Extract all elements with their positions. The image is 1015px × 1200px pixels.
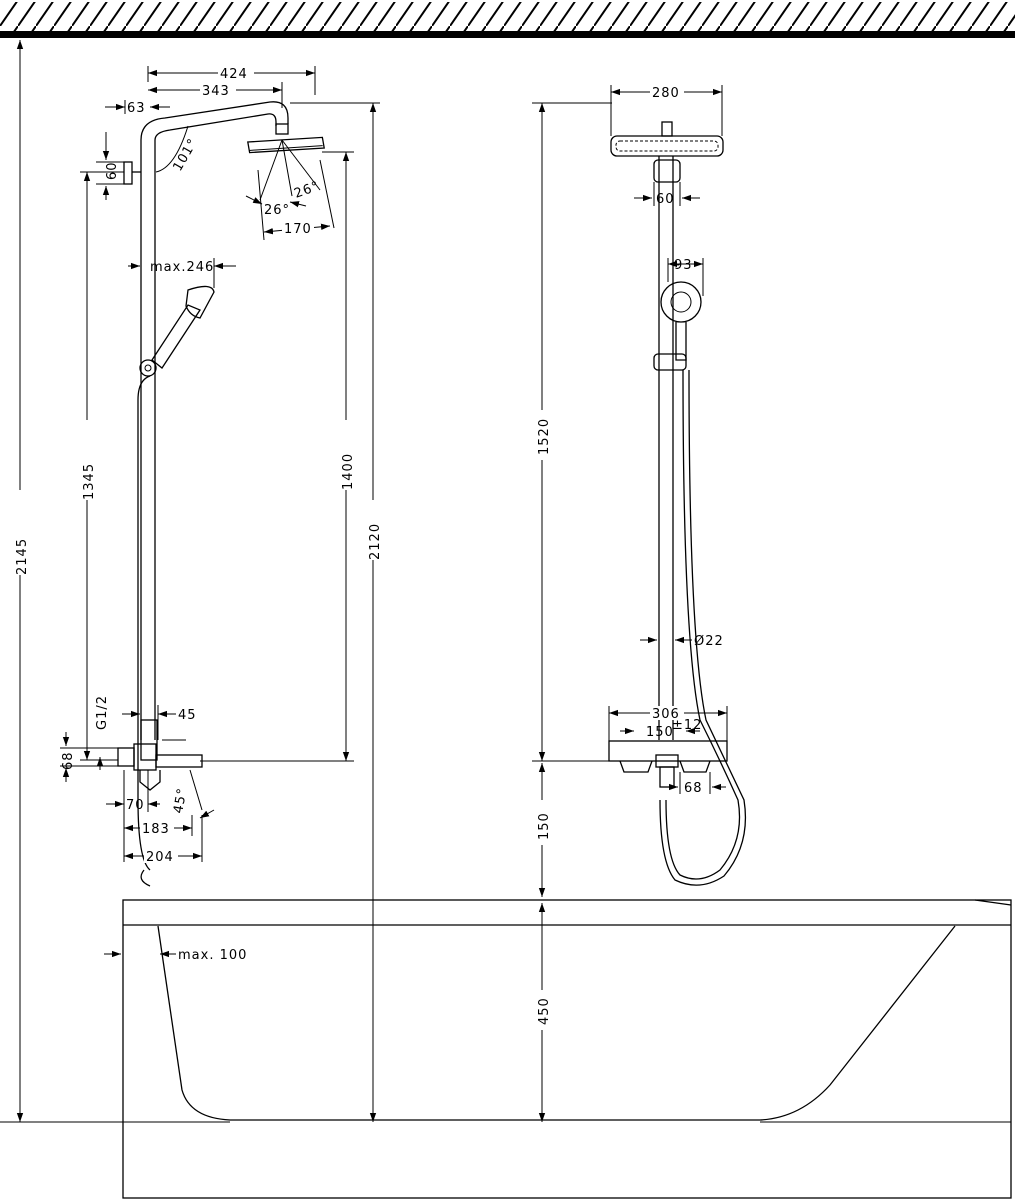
hand-shower (151, 285, 215, 369)
thermostat-mixer-front (608, 740, 728, 788)
thermostat-mixer (117, 719, 203, 791)
dim-183: 183 (142, 822, 170, 837)
dim-max-100: max. 100 (178, 948, 247, 963)
dim-70: 70 (126, 798, 145, 813)
dim-45-top: 45 (178, 708, 197, 723)
dim-68-side: 68 (61, 751, 76, 770)
dim-101-deg: 101° (170, 136, 201, 174)
front-view-dimensions: 280 60 93 1520 Ø22 306 ±12 150 (532, 85, 728, 1122)
hand-shower-front (660, 281, 702, 361)
dim-45-deg: 45° (171, 786, 190, 814)
dim-450: 450 (537, 997, 552, 1025)
side-view-dimensions: 424 343 63 60 101° 26° 26° 170 (15, 40, 383, 1122)
dim-424: 424 (220, 67, 248, 82)
wall-bracket (123, 161, 133, 185)
side-view-shower-column (117, 101, 325, 887)
bathtub-dimensions: max. 100 (104, 948, 247, 963)
dim-26-a: 26° (264, 203, 290, 218)
dim-1400: 1400 (341, 453, 356, 490)
dim-60-front: 60 (656, 192, 675, 207)
dim-diameter-22: Ø22 (694, 634, 724, 649)
dim-170: 170 (284, 222, 312, 237)
ceiling (0, 2, 1015, 38)
front-view-shower-column (608, 121, 747, 886)
slider-front (653, 353, 687, 371)
dim-280: 280 (652, 86, 680, 101)
dim-g1-2: G1/2 (95, 695, 110, 730)
dim-93: 93 (674, 258, 693, 273)
dim-1520: 1520 (537, 418, 552, 455)
dim-68-front: 68 (684, 781, 703, 796)
dim-26-b: 26° (292, 179, 322, 202)
slider (139, 359, 157, 377)
overhead-shower-head (247, 123, 325, 154)
dim-150-vert: 150 (537, 812, 552, 840)
dim-max-246: max.246 (150, 260, 214, 275)
dim-2120: 2120 (368, 523, 383, 560)
dim-60-side: 60 (105, 161, 120, 180)
overhead-shower-head-front (610, 121, 724, 157)
dim-63: 63 (127, 101, 146, 116)
dim-1345: 1345 (82, 463, 97, 500)
dim-150-front: 150 (646, 725, 674, 740)
bathtub (0, 899, 1012, 1199)
dim-204: 204 (146, 850, 174, 865)
wall-bracket-front (653, 159, 681, 183)
dim-343: 343 (202, 84, 230, 99)
dim-306: 306 (652, 707, 680, 722)
dim-2145: 2145 (15, 538, 30, 575)
